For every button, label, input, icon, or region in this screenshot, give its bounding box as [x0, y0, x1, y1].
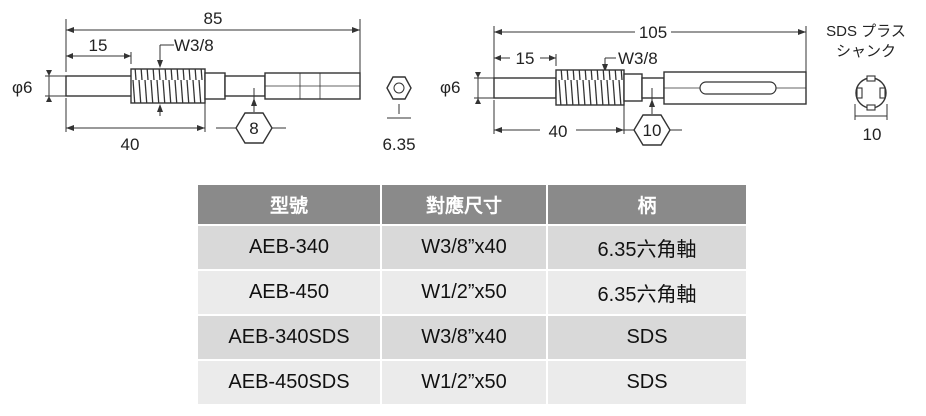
thread-start-label: 15	[89, 36, 108, 55]
shank-size-label: 6.35	[382, 135, 415, 154]
diameter-label: φ6	[12, 78, 32, 97]
cell-model: AEB-340SDS	[198, 314, 382, 360]
thread-spec-label: W3/8	[174, 36, 214, 55]
hex-size-badge	[235, 112, 273, 144]
sds-shank-title-line2: シャンク	[836, 43, 896, 60]
spec-table: 型號 對應尺寸 柄 AEB-340 W3/8”x40 6.35六角軸 AEB-4…	[198, 185, 746, 404]
sds-shank-size-label: 10	[863, 125, 882, 144]
sds-shank-end-view	[855, 75, 887, 111]
sds-shank-title-line1: SDS プラス	[826, 23, 906, 40]
cell-model: AEB-450SDS	[198, 359, 382, 404]
sds-thread-start-label: 15	[516, 49, 535, 68]
header-model: 型號	[198, 185, 382, 225]
sds-overall-length-label: 105	[639, 23, 667, 42]
sds-diameter-label: φ6	[440, 78, 460, 97]
sds-bit-diagram: 105 15 W3/8 φ6 40	[440, 22, 906, 146]
cell-shank: SDS	[547, 314, 746, 360]
cell-size: W3/8”x40	[381, 224, 548, 270]
table-header-row: 型號 對應尺寸 柄	[198, 185, 746, 225]
hex-shank-end-view	[386, 76, 412, 100]
cell-shank: 6.35六角軸	[547, 224, 746, 270]
table-row: AEB-450SDS W1/2”x50 SDS	[198, 359, 746, 404]
sds-hex-size-badge	[633, 114, 671, 146]
hex-bit-diagram: 85 15 W3/8 φ6 40	[12, 9, 416, 154]
technical-drawing: 85 15 W3/8 φ6 40	[12, 9, 906, 154]
cell-size: W1/2”x50	[381, 359, 548, 404]
sds-hex-size-label: 10	[643, 121, 662, 140]
sds-thread-length-label: 40	[549, 122, 568, 141]
table-row: AEB-450 W1/2”x50 6.35六角軸	[198, 269, 746, 315]
overall-length-label: 85	[204, 9, 223, 28]
cell-shank: SDS	[547, 359, 746, 404]
thread-length-label: 40	[121, 135, 140, 154]
cell-size: W3/8”x40	[381, 314, 548, 360]
sds-thread-spec-label: W3/8	[618, 49, 658, 68]
table-row: AEB-340SDS W3/8”x40 SDS	[198, 314, 746, 360]
cell-shank: 6.35六角軸	[547, 269, 746, 315]
hex-size-label: 8	[249, 119, 258, 138]
table-row: AEB-340 W3/8”x40 6.35六角軸	[198, 224, 746, 270]
cell-size: W1/2”x50	[381, 269, 548, 315]
header-shank: 柄	[547, 185, 746, 225]
cell-model: AEB-340	[198, 224, 382, 270]
header-size: 對應尺寸	[381, 185, 548, 225]
cell-model: AEB-450	[198, 269, 382, 315]
